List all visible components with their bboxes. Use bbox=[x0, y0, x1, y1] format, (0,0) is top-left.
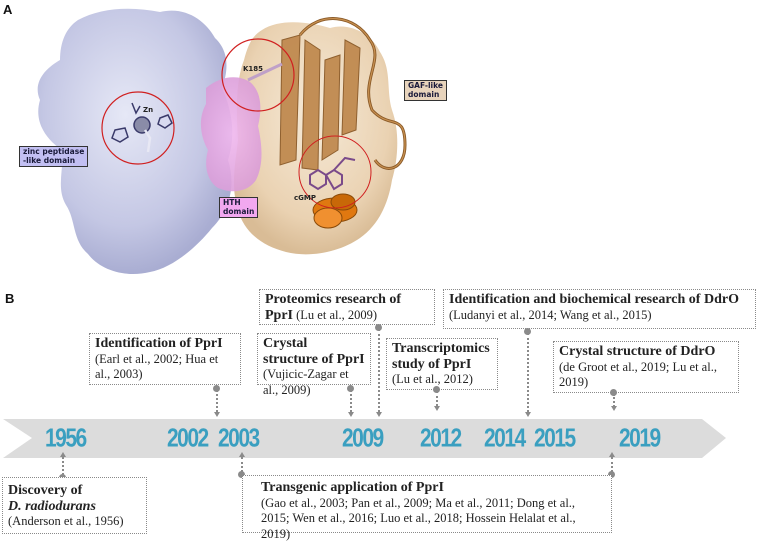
arrow-down-icon bbox=[611, 406, 617, 411]
connector-line bbox=[241, 457, 243, 472]
connector-line bbox=[436, 391, 438, 406]
zn-site-circle bbox=[101, 91, 175, 165]
event-crystal-ppri: Crystal structure of PprI (Vujicic-Zagar… bbox=[257, 333, 371, 397]
cgmp-site-circle bbox=[298, 135, 372, 209]
year-2009: 2009 bbox=[342, 424, 384, 453]
k185-site-circle bbox=[221, 38, 295, 112]
year-2003: 2003 bbox=[218, 424, 260, 453]
zinc-domain-surface bbox=[37, 8, 233, 274]
connector-dot bbox=[213, 385, 220, 392]
protein-structure-image bbox=[37, 8, 407, 274]
event-transcriptomics: Transcriptomics study of PprI (Lu et al.… bbox=[386, 338, 498, 390]
connector-dot bbox=[238, 471, 245, 478]
hth-domain-surface bbox=[200, 77, 262, 192]
arrow-down-icon bbox=[376, 412, 382, 417]
event-discovery: Discovery of D. radiodurans (Anderson et… bbox=[2, 477, 147, 534]
event-proteomics: Proteomics research of PprI (Lu et al., … bbox=[259, 289, 435, 325]
connector-line bbox=[216, 390, 218, 412]
connector-dot bbox=[608, 471, 615, 478]
arrow-up-icon bbox=[609, 452, 615, 457]
year-2012: 2012 bbox=[420, 424, 462, 453]
zn-label: Zn bbox=[143, 106, 154, 114]
year-1956: 1956 bbox=[45, 424, 87, 453]
arrow-up-icon bbox=[239, 452, 245, 457]
panel-a-label: A bbox=[3, 2, 13, 17]
connector-line bbox=[378, 329, 380, 412]
connector-dot bbox=[375, 324, 382, 331]
k185-label: K185 bbox=[243, 65, 264, 73]
year-2014: 2014 bbox=[484, 424, 526, 453]
connector-line bbox=[613, 394, 615, 407]
connector-dot bbox=[347, 385, 354, 392]
gaf-domain-label: GAF-like domain bbox=[404, 80, 447, 101]
arrow-down-icon bbox=[348, 412, 354, 417]
arrow-down-icon bbox=[434, 406, 440, 411]
connector-line bbox=[62, 457, 64, 475]
connector-dot bbox=[524, 328, 531, 335]
event-identification-ppri: Identification of PprI (Earl et al., 200… bbox=[89, 333, 241, 385]
event-crystal-ddro: Crystal structure of DdrO (de Groot et a… bbox=[553, 341, 739, 393]
event-identification-ddro: Identification and biochemical research … bbox=[443, 289, 756, 329]
year-2015: 2015 bbox=[534, 424, 576, 453]
connector-dot bbox=[610, 389, 617, 396]
cgmp-label: cGMP bbox=[294, 194, 316, 202]
connector-line bbox=[611, 457, 613, 472]
zinc-domain-label: zinc peptidase -like domain bbox=[19, 146, 89, 167]
arrow-up-icon bbox=[60, 452, 66, 457]
connector-line bbox=[350, 390, 352, 412]
connector-dot bbox=[433, 386, 440, 393]
year-2002: 2002 bbox=[167, 424, 209, 453]
arrow-down-icon bbox=[214, 412, 220, 417]
arrow-down-icon bbox=[525, 412, 531, 417]
connector-line bbox=[527, 333, 529, 412]
timeline-arrow bbox=[3, 419, 726, 458]
event-transgenic: Transgenic application of PprI (Gao et a… bbox=[242, 475, 612, 541]
hth-domain-label: HTH domain bbox=[219, 197, 259, 218]
panel-b-label: B bbox=[5, 291, 15, 306]
year-2019: 2019 bbox=[619, 424, 661, 453]
